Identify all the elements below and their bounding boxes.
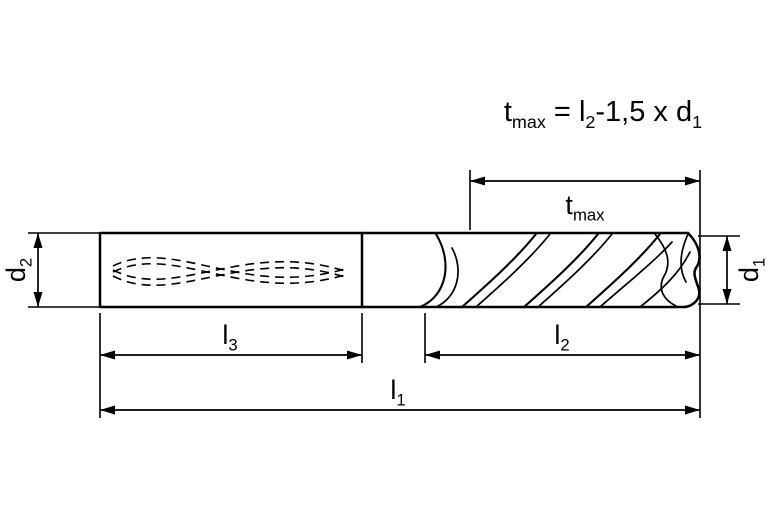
label-tmax-sub: max (572, 205, 605, 225)
drill-body (360, 231, 690, 309)
dimension-tmax (470, 176, 700, 186)
formula-equals: = (545, 96, 579, 128)
formula-d: d (675, 96, 693, 128)
label-l3: l3 (180, 320, 280, 360)
label-l1: l1 (348, 375, 448, 415)
drill-shank (98, 231, 364, 309)
label-d1: d1 (734, 220, 767, 320)
drill-tip (639, 231, 701, 309)
drill-flutes (418, 232, 673, 309)
dimension-d2 (33, 233, 43, 307)
dimension-l2 (425, 350, 700, 360)
label-d2: d2 (1, 220, 35, 320)
label-d1-base: d (734, 267, 764, 283)
formula-l: l (578, 96, 586, 128)
label-l2: l2 (512, 320, 612, 360)
label-l3-base: l (222, 320, 229, 350)
label-tmax: tmax (535, 190, 635, 230)
formula-t: t (503, 96, 512, 128)
label-l2-base: l (554, 320, 561, 350)
label-l1-base: l (390, 375, 397, 405)
label-l3-sub: 3 (228, 335, 238, 355)
shank-hidden-lines (112, 257, 349, 286)
label-tmax-base: t (565, 190, 573, 220)
label-l2-sub: 2 (560, 335, 570, 355)
label-d2-base: d (1, 267, 31, 283)
dimension-d1 (722, 236, 732, 304)
formula-d-sub: 1 (692, 111, 703, 132)
dimension-l1 (100, 405, 700, 415)
label-d2-sub: 2 (16, 257, 36, 268)
formula-mid: -1,5 x (595, 96, 676, 128)
label-l1-sub: 1 (396, 390, 406, 410)
formula-l-sub: 2 (585, 111, 596, 132)
formula-tmax: tmax = l2-1,5 x d1 (462, 96, 744, 133)
label-d1-sub: 1 (749, 257, 767, 268)
dimension-l3 (100, 350, 362, 360)
formula-t-sub: max (511, 111, 546, 132)
